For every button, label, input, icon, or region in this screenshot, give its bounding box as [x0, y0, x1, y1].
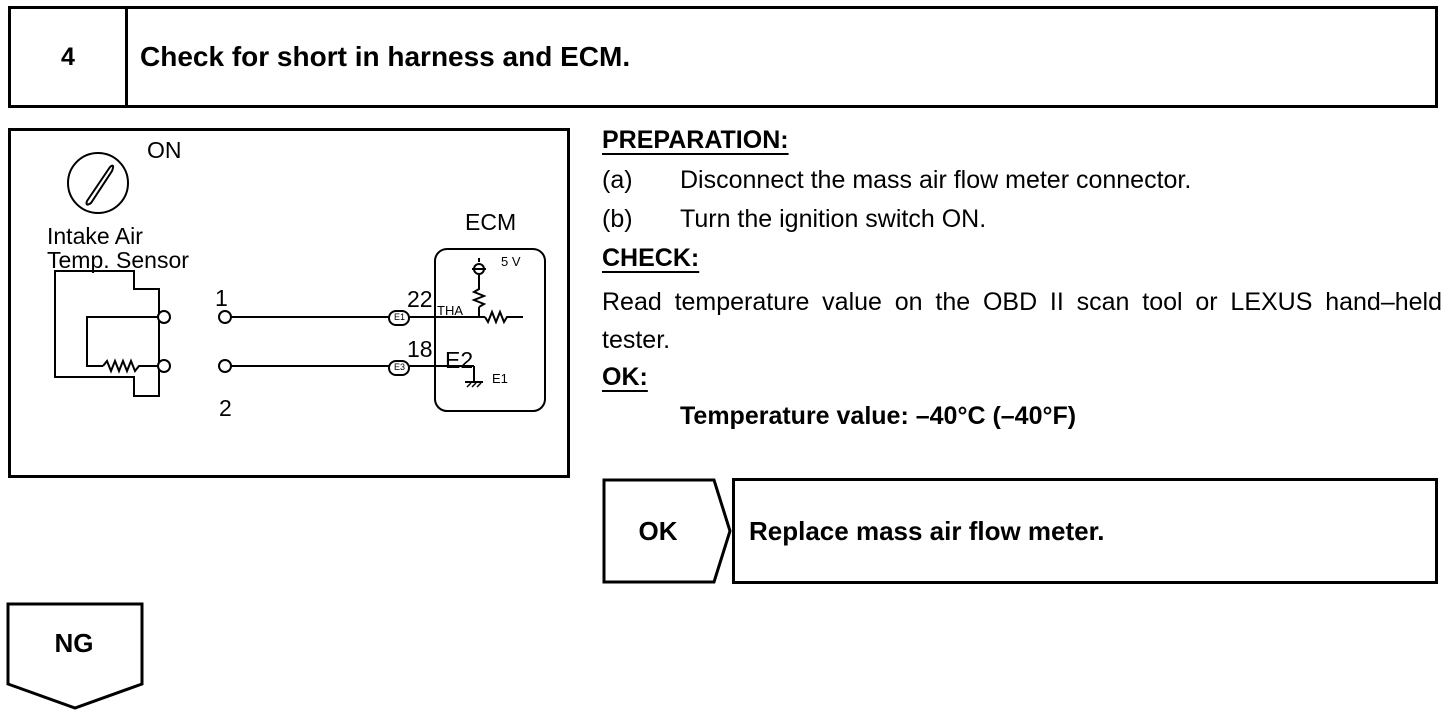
ok-value: Temperature value: –40°C (–40°F) [680, 402, 1077, 430]
pin-1-label: 1 [215, 285, 228, 311]
voltage-label: 5 V [501, 254, 521, 269]
sensor-label-line1: Intake Air [47, 223, 143, 249]
switch-on-label: ON [147, 137, 182, 163]
check-body: Read temperature value on the OBD II sca… [602, 288, 1442, 354]
ok-arrow-box [602, 478, 732, 584]
ok-heading: OK: [602, 363, 648, 391]
ng-arrow-box [6, 602, 144, 710]
preparation-heading: PREPARATION: [602, 126, 789, 154]
preparation-item-a: (a) Disconnect the mass air flow meter co… [602, 166, 1191, 195]
sensor-connector-housing [54, 270, 160, 397]
step-number: 4 [11, 9, 128, 105]
ok-result-action: Replace mass air flow meter. [732, 478, 1438, 584]
connector-e1-label: E1 [394, 312, 406, 322]
pin-2-label: 2 [219, 395, 232, 421]
terminal-18-label: 18 [407, 336, 433, 362]
preparation-item-b-label: (b) [602, 205, 633, 233]
terminal-22-label: 22 [407, 286, 433, 312]
preparation-item-a-label: (a) [602, 166, 633, 194]
sensor-label-line2: Temp. Sensor [47, 247, 189, 273]
wiring-diagram-svg [54, 152, 546, 412]
ecm-label: ECM [465, 209, 517, 235]
ground-e1-label: E1 [492, 371, 508, 386]
step-title: Check for short in harness and ECM. [140, 41, 631, 72]
preparation-item-a-text: Disconnect the mass air flow meter conne… [680, 166, 1192, 194]
wiring-diagram: ON Intake Air Temp. Sensor ECM 5 V 1 2 2… [8, 128, 570, 478]
connector-e3-label: E3 [394, 362, 406, 372]
ok-result-label: OK [638, 515, 678, 546]
signal-tha-label: THA [437, 303, 463, 318]
check-heading: CHECK: [602, 244, 700, 272]
preparation-item-b: (b) Turn the ignition switch ON. [602, 205, 986, 234]
ignition-switch-icon [67, 152, 129, 214]
step-header: 4 Check for short in harness and ECM. [8, 6, 1438, 108]
signal-e2-label: E2 [445, 347, 474, 373]
preparation-item-b-text: Turn the ignition switch ON. [680, 205, 987, 233]
ng-result-label: NG [54, 627, 94, 658]
thermistor-icon [102, 358, 157, 374]
ecm-box [434, 248, 546, 412]
